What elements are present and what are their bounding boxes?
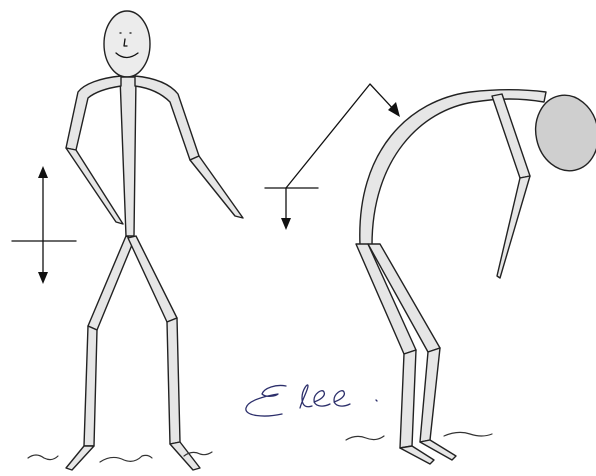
standing-torso [120, 77, 136, 236]
ground-line-bent-right [444, 432, 492, 436]
left-upper-arm [66, 76, 121, 150]
signature [246, 385, 377, 416]
bent-shin-front [420, 348, 440, 442]
right-thigh [128, 236, 177, 322]
bent-figure [346, 89, 596, 464]
bent-head [529, 89, 596, 176]
downward-motion-arrow [265, 188, 318, 230]
left-shin [84, 326, 97, 446]
standing-head [104, 11, 150, 77]
ground-line-left [28, 455, 58, 460]
left-forearm [66, 148, 123, 224]
bent-shin-back [400, 350, 416, 448]
right-shin [167, 318, 180, 444]
left-thigh [88, 236, 134, 330]
bent-upper-arm [492, 94, 530, 178]
left-foot [66, 446, 94, 470]
vertical-motion-arrow [12, 166, 76, 284]
ground-line-center [100, 455, 152, 462]
right-forearm [190, 156, 243, 218]
right-upper-arm [135, 76, 199, 160]
bent-foot-back [400, 446, 434, 464]
bent-forearm [497, 176, 530, 278]
ground-line-bent [346, 436, 384, 440]
